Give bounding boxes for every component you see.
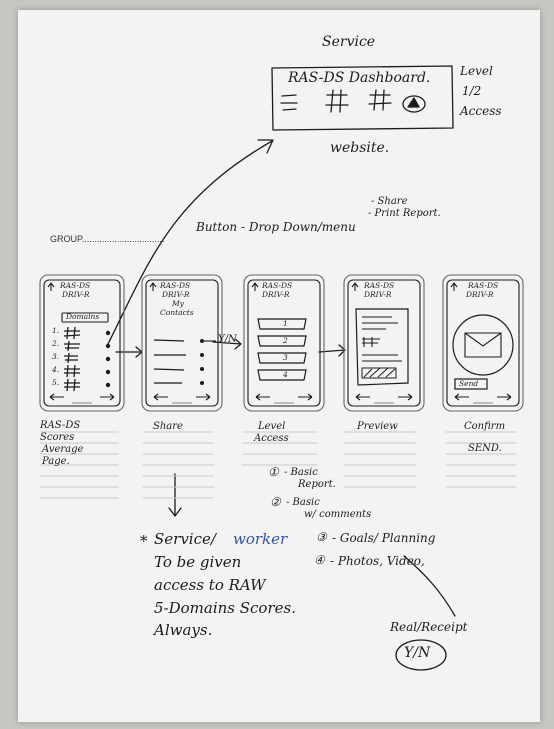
note-star: * <box>140 532 148 550</box>
level-4-num: ④ <box>314 553 325 567</box>
caption-scores-line-4: Page. <box>42 456 70 467</box>
caption-level-line-1: Level <box>258 421 286 432</box>
caption-confirm-line-2: SEND. <box>468 443 502 454</box>
access-note-line-3: Access <box>460 104 502 118</box>
share-yn-note: Y/N <box>218 334 237 345</box>
phone-3-title-line-1: RAS-DS <box>262 281 293 290</box>
menu-share-note: - Share <box>371 196 408 207</box>
note-service-word: Service/ <box>154 530 216 548</box>
group-label: GROUP................................. <box>50 234 165 244</box>
domain-row-5: 5. <box>52 378 60 387</box>
access-note-line-1: Level <box>460 64 493 78</box>
note-line-5: Always. <box>154 621 213 639</box>
phone-5-title-line-1: RAS-DS <box>468 281 499 290</box>
service-title: Service <box>322 34 376 50</box>
level-4-text: - Photos, Video, <box>330 554 425 568</box>
phone-level-access <box>243 274 325 412</box>
note-line-2: To be given <box>154 553 242 571</box>
phone-1-subtitle: Domains <box>66 312 100 321</box>
phone-scores-average <box>39 274 125 412</box>
level-3-num: ③ <box>316 530 327 544</box>
level-2-text-line-1: - Basic <box>286 497 320 508</box>
dashboard-label: RAS-DS Dashboard. <box>288 70 431 86</box>
note-line-4: 5-Domains Scores. <box>154 599 296 617</box>
phone-share-contacts <box>141 274 223 412</box>
caption-preview: Preview <box>357 421 398 432</box>
website-label: website. <box>330 140 390 156</box>
level-option-2: 2 <box>283 336 288 345</box>
level-option-1: 1 <box>283 319 288 328</box>
caption-share: Share <box>153 421 183 432</box>
level-2-num: ② <box>270 495 281 509</box>
real-receipt-label: Real/Receipt <box>390 620 468 634</box>
level-1-text-line-2: Report. <box>298 479 336 490</box>
menu-print-note: - Print Report. <box>368 208 441 219</box>
menu-button-note: Button - Drop Down/menu <box>196 220 356 234</box>
domain-row-4: 4. <box>52 365 60 374</box>
phone-2-title-line-1: RAS-DS <box>160 281 191 290</box>
access-note-line-2: 1/2 <box>462 84 482 98</box>
phone-5-title-line-2: DRIV-R <box>466 290 494 299</box>
level-option-3: 3 <box>283 353 288 362</box>
phone-1-title-line-1: RAS-DS <box>60 281 91 290</box>
domain-row-2: 2. <box>52 339 60 348</box>
note-line-3: access to RAW <box>154 576 266 594</box>
phone-2-title-line-2: DRIV-R <box>162 290 190 299</box>
caption-confirm-line-1: Confirm <box>464 421 506 432</box>
caption-scores-line-2: Scores <box>40 432 75 443</box>
level-1-num: ① <box>268 465 279 479</box>
phone-2-title-line-4: Contacts <box>160 308 194 317</box>
sketch-paper <box>18 10 540 722</box>
level-3-text: - Goals/ Planning <box>332 531 436 545</box>
caption-level-line-2: Access <box>254 433 289 444</box>
caption-scores-line-3: Average <box>42 444 84 455</box>
level-2-text-line-2: w/ comments <box>304 509 372 520</box>
phone-4-title-line-2: DRIV-R <box>364 290 392 299</box>
phone-3-title-line-2: DRIV-R <box>262 290 290 299</box>
level-option-4: 4 <box>283 370 288 379</box>
domain-score-rows <box>63 326 81 392</box>
real-receipt-yn: Y/N <box>404 645 431 661</box>
level-1-text-line-1: - Basic <box>284 467 318 478</box>
send-button-label: Send <box>459 379 479 388</box>
phone-confirm-send <box>442 274 524 412</box>
caption-scores-line-1: RAS-DS <box>40 420 81 431</box>
envelope-icon <box>464 332 502 358</box>
domain-row-3: 3. <box>52 352 60 361</box>
phone-4-title-line-1: RAS-DS <box>364 281 395 290</box>
note-worker-word: worker <box>233 530 288 548</box>
phone-preview <box>343 274 425 412</box>
phone-1-title-line-2: DRIV-R <box>62 290 90 299</box>
domain-row-1: 1. <box>52 326 60 335</box>
phone-2-title-line-3: My <box>172 299 184 308</box>
